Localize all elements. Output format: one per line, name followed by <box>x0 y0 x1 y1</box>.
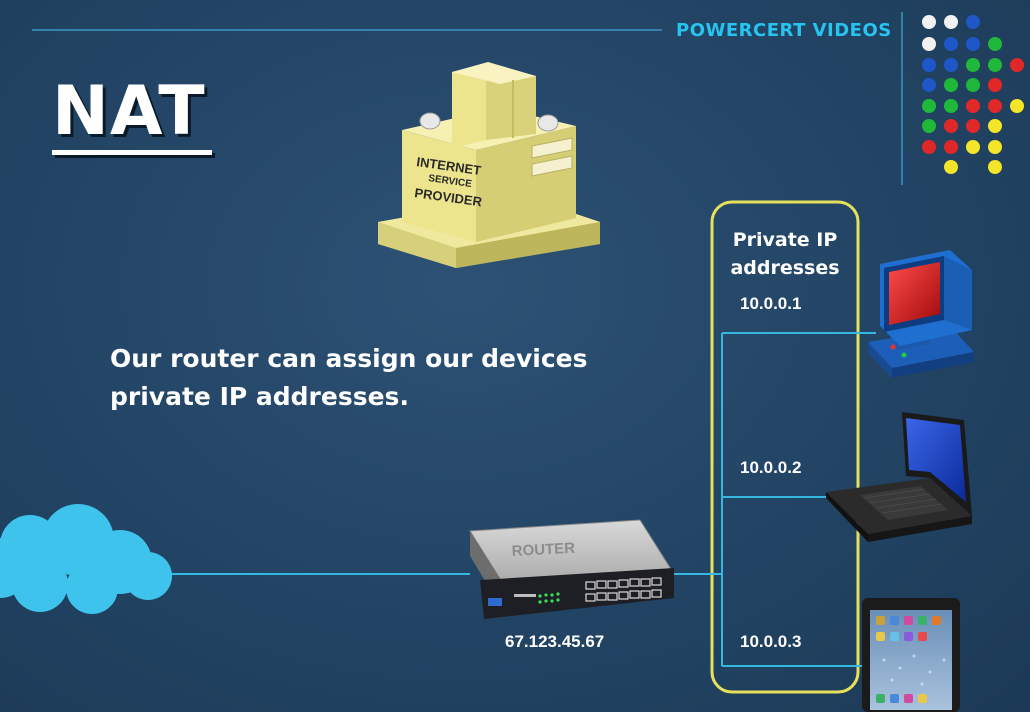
private-ip-title-line1: Private IP <box>732 229 838 251</box>
caption-text: Our router can assign our devices privat… <box>110 344 588 411</box>
ip-label-laptop: 10.0.0.2 <box>740 458 802 477</box>
ip-label-desktop: 10.0.0.1 <box>740 294 802 313</box>
desktop-icon <box>868 250 974 378</box>
brand-dots-logo <box>922 15 1024 174</box>
brand-name: POWERCERT VIDEOS <box>676 20 892 41</box>
slide-title: NAT <box>52 72 206 151</box>
router-public-ip: 67.123.45.67 <box>505 632 605 651</box>
cloud-icon <box>0 504 172 614</box>
isp-building-icon: INTERNET SERVICE PROVIDER <box>378 62 600 268</box>
tablet-icon <box>862 598 960 712</box>
router-icon: ROUTER <box>469 519 675 619</box>
private-ip-box <box>710 200 860 694</box>
private-ip-title-line2: addresses <box>730 257 840 279</box>
title-underline <box>52 150 212 155</box>
router-label: ROUTER <box>511 540 575 560</box>
laptop-icon <box>826 412 972 542</box>
connection-lines <box>170 332 876 667</box>
ip-label-tablet: 10.0.0.3 <box>740 632 802 651</box>
private-ip-title: Private IP addresses <box>716 226 854 282</box>
